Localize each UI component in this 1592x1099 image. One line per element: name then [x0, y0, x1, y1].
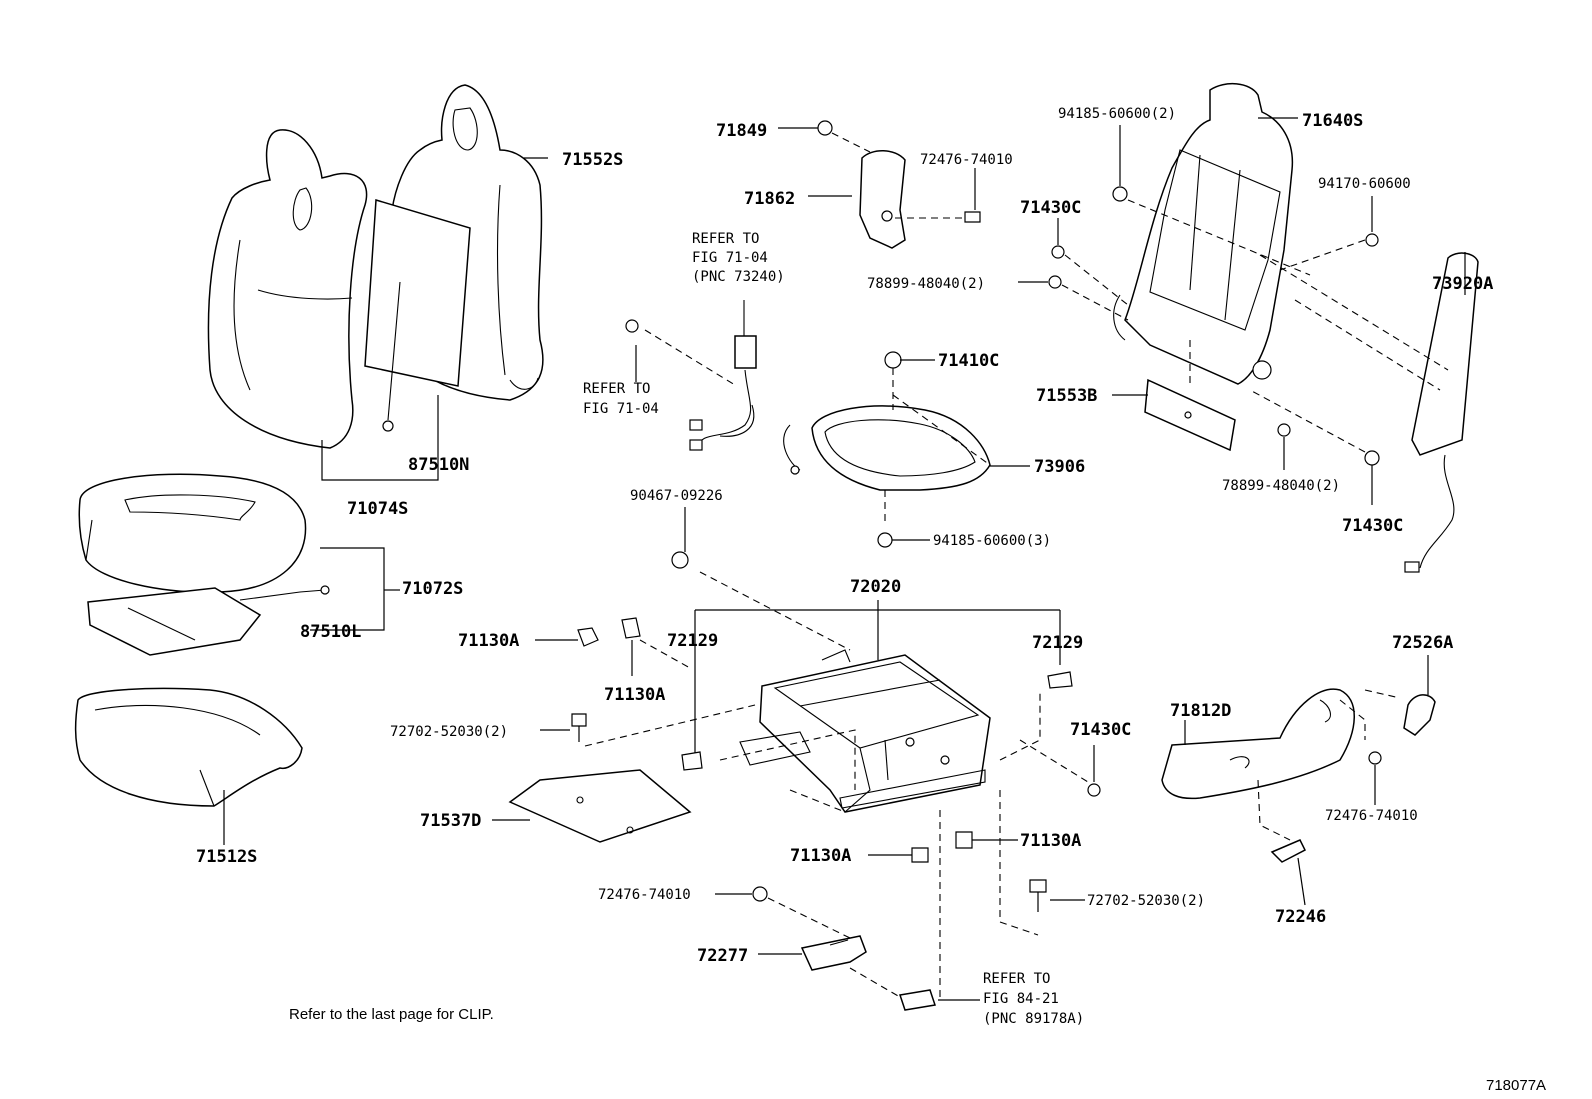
label-73920A: 73920A: [1432, 274, 1493, 294]
ref1-line3: (PNC 73240): [692, 269, 785, 285]
label-71849: 71849: [716, 121, 767, 141]
lever-72246: [1270, 839, 1307, 863]
label-71812D: 71812D: [1170, 701, 1231, 721]
ref2-line2: FIG 71-04: [583, 401, 659, 417]
label-78899-48040-2-top: 78899-48040(2): [867, 276, 985, 292]
label-72476-74010-right: 72476-74010: [1325, 808, 1418, 824]
label-71537D: 71537D: [420, 811, 481, 831]
label-71552S: 71552S: [562, 150, 623, 170]
label-71072S: 71072S: [402, 579, 463, 599]
seatback-heater-pad: [364, 199, 471, 432]
label-87510L: 87510L: [300, 622, 361, 642]
label-72526A: 72526A: [1392, 633, 1453, 653]
label-94170-60600: 94170-60600: [1318, 176, 1411, 192]
seatback-cover-front: [207, 129, 368, 449]
cushion-frame-73906: [783, 405, 991, 491]
clip-71849: [817, 120, 833, 136]
ref1-line2: FIG 71-04: [692, 250, 768, 266]
label-72476-74010-bottom: 72476-74010: [598, 887, 691, 903]
cover-71537D: [508, 769, 692, 843]
seatback-frame-71640S: [1113, 83, 1294, 385]
ref1-line1: REFER TO: [692, 231, 759, 247]
label-72702-52030-2-right: 72702-52030(2): [1087, 893, 1205, 909]
clip-71410C: [884, 351, 902, 369]
shield-71862: [859, 150, 906, 249]
seat-cushion-pad: [74, 687, 303, 807]
ref3-line1: REFER TO: [983, 971, 1050, 987]
cover-72277: [800, 935, 867, 971]
label-71130A-lower-left: 71130A: [604, 685, 665, 705]
label-94185-60600-3: 94185-60600(3): [933, 533, 1051, 549]
label-78899-48040-2-bottom: 78899-48040(2): [1222, 478, 1340, 494]
label-71130A-mid: 71130A: [790, 846, 851, 866]
label-73906: 73906: [1034, 457, 1085, 477]
label-72129-right: 72129: [1032, 633, 1083, 653]
seat-adjuster-72020: [739, 649, 991, 813]
label-87510N: 87510N: [408, 455, 469, 475]
seat-cushion-assy: [78, 473, 307, 593]
label-72020: 72020: [850, 577, 901, 597]
airbag-73920A: [1404, 252, 1479, 573]
label-71553B: 71553B: [1036, 386, 1097, 406]
figure-code: 718077A: [1486, 1077, 1546, 1094]
label-71410C: 71410C: [938, 351, 999, 371]
seat-cushion-heater-pad: [87, 585, 330, 656]
label-72246: 72246: [1275, 907, 1326, 927]
label-71074S: 71074S: [347, 499, 408, 519]
label-71430C-right: 71430C: [1342, 516, 1403, 536]
label-94185-60600-2: 94185-60600(2): [1058, 106, 1176, 122]
label-71130A-right: 71130A: [1020, 831, 1081, 851]
side-cover-71553B: [1144, 378, 1236, 452]
label-72476-74010-top: 72476-74010: [920, 152, 1013, 168]
label-71130A-left: 71130A: [458, 631, 519, 651]
label-71512S: 71512S: [196, 847, 257, 867]
side-cover-71812D: [1161, 688, 1355, 800]
footnote: Refer to the last page for CLIP.: [289, 1006, 494, 1023]
knob-72526A: [1403, 694, 1436, 736]
seatbelt-buckle: [689, 300, 757, 451]
label-71640S: 71640S: [1302, 111, 1363, 131]
ref2-line1: REFER TO: [583, 381, 650, 397]
label-90467-09226: 90467-09226: [630, 488, 723, 504]
label-71430C-top: 71430C: [1020, 198, 1081, 218]
ref3-line2: FIG 84-21: [983, 991, 1059, 1007]
label-72702-52030-2-left: 72702-52030(2): [390, 724, 508, 740]
label-72277: 72277: [697, 946, 748, 966]
label-72129-left: 72129: [667, 631, 718, 651]
label-71430C-mid: 71430C: [1070, 720, 1131, 740]
label-71862: 71862: [744, 189, 795, 209]
ref3-line3: (PNC 89178A): [983, 1011, 1084, 1027]
